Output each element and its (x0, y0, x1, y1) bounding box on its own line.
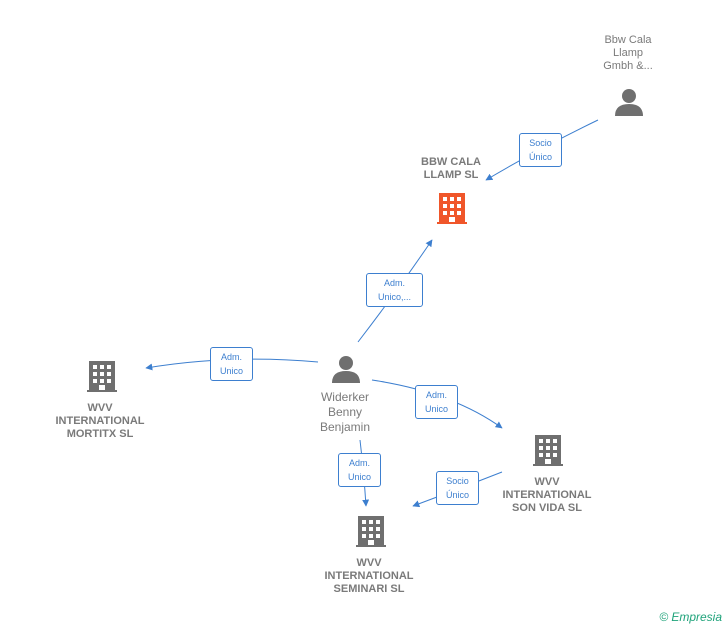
edge-label-line: Unico (219, 366, 243, 376)
node-label-line: LLAMP SL (423, 169, 479, 181)
node-label-line: Benjamin (319, 420, 371, 434)
node-label-line: Llamp (613, 47, 643, 59)
building-icon[interactable] (356, 516, 386, 547)
node-label-line: Widerker (320, 390, 369, 404)
edge-label-line: Adm. (425, 390, 447, 400)
edge-label-line: Único (445, 490, 469, 500)
node-label-line: INTERNATIONAL (502, 489, 592, 501)
node-label-widerker[interactable]: Widerker Benny Benjamin (300, 390, 390, 435)
person-icon[interactable] (332, 356, 360, 383)
node-label-line: Gmbh &... (603, 60, 653, 72)
copyright-icon: © (659, 610, 669, 624)
node-label-line: INTERNATIONAL (55, 415, 145, 427)
node-label-line: MORTITX SL (66, 428, 134, 440)
edge-label-widerker-to-son-vida[interactable]: Adm. Unico (415, 385, 458, 419)
edge-label-line: Único (528, 152, 552, 162)
node-label-line: SEMINARI SL (333, 583, 405, 595)
brand-name: Empresia (671, 610, 722, 624)
person-icon[interactable] (615, 89, 643, 116)
edge-label-gmbh-to-sl[interactable]: Socio Único (519, 133, 562, 167)
edge-label-line: Adm. (383, 278, 405, 288)
node-label-line: WVV (534, 476, 560, 488)
node-label-line: SON VIDA SL (512, 502, 582, 514)
edge-label-line: Unico (424, 404, 448, 414)
node-label-mortitx[interactable]: WVV INTERNATIONAL MORTITX SL (45, 402, 155, 441)
edge-label-line: Socio (446, 476, 469, 486)
edge-label-son-vida-to-seminari[interactable]: Socio Único (436, 471, 479, 505)
node-label-bbw-sl[interactable]: BBW CALA LLAMP SL (400, 156, 502, 182)
edge-label-line: Unico (347, 472, 371, 482)
edge-label-line: Socio (529, 138, 552, 148)
node-label-line: WVV (87, 402, 113, 414)
building-icon[interactable] (437, 193, 467, 224)
node-label-line: BBW CALA (421, 156, 481, 168)
building-icon[interactable] (533, 435, 563, 466)
edge-label-line: Adm. (220, 352, 242, 362)
node-label-bbw-gmbh[interactable]: Bbw Cala Llamp Gmbh &... (582, 34, 674, 73)
edge-label-line: Unico,... (377, 292, 411, 302)
edge-label-widerker-to-mortitx[interactable]: Adm. Unico (210, 347, 253, 381)
node-label-line: INTERNATIONAL (324, 570, 414, 582)
edge-label-widerker-to-sl[interactable]: Adm. Unico,... (366, 273, 423, 307)
brand-watermark: ©Empresia (659, 610, 722, 624)
node-label-seminari[interactable]: WVV INTERNATIONAL SEMINARI SL (314, 557, 424, 596)
node-label-line: WVV (356, 557, 382, 569)
node-label-line: Benny (327, 405, 363, 419)
node-label-son-vida[interactable]: WVV INTERNATIONAL SON VIDA SL (492, 476, 602, 515)
building-icon[interactable] (87, 361, 117, 392)
edge-label-line: Adm. (348, 458, 370, 468)
edge-label-widerker-to-seminari[interactable]: Adm. Unico (338, 453, 381, 487)
node-label-line: Bbw Cala (604, 34, 652, 46)
